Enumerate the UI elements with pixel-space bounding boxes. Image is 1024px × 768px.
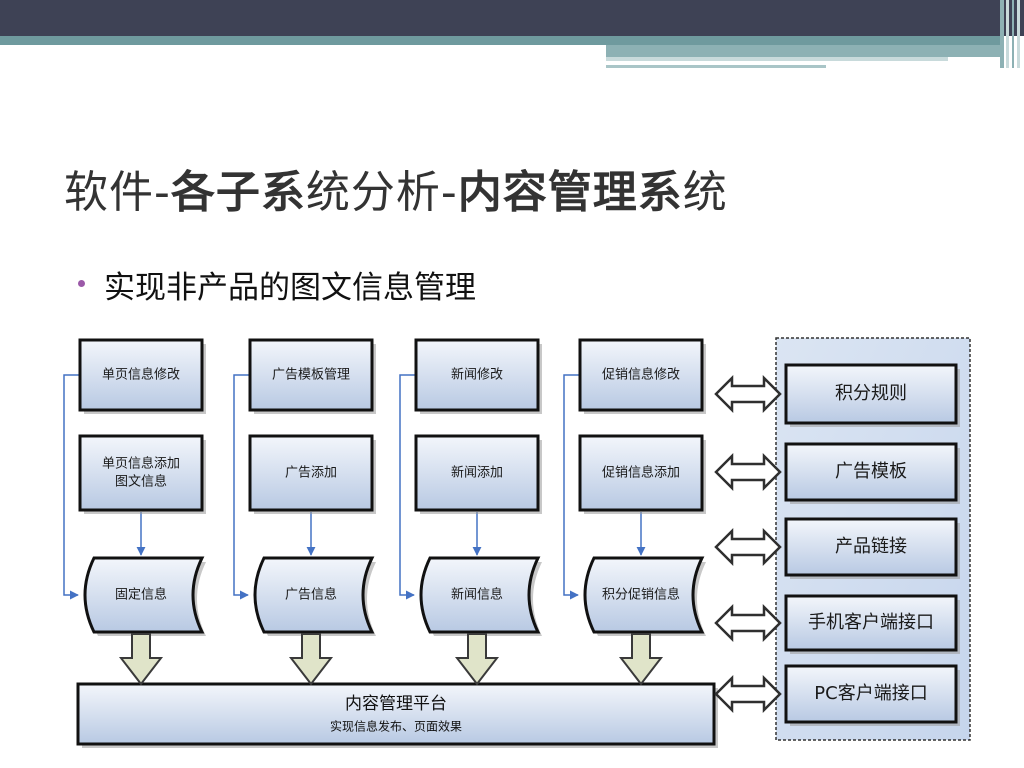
flow-connector: [399, 374, 416, 600]
title-part: 软件-: [64, 167, 171, 218]
title-part: 内容管理系: [457, 167, 683, 218]
platform-box: [76, 682, 716, 746]
interface-label: 产品链接: [835, 536, 907, 557]
info-store: [583, 556, 705, 634]
add-box-label: 图文信息: [115, 474, 167, 490]
add-box-label: 单页信息添加: [102, 456, 180, 472]
add-box: [414, 434, 540, 512]
double-arrow: [714, 374, 782, 414]
interface-box: [784, 517, 958, 577]
bullet-text: 实现非产品的图文信息管理: [104, 270, 476, 306]
info-store-label: 广告信息: [285, 587, 337, 603]
interface-box: [784, 363, 958, 425]
flow-connector: [63, 374, 80, 600]
info-store: [419, 556, 541, 634]
double-arrow: [714, 603, 782, 643]
interface-label: PC客户端接口: [814, 683, 927, 704]
info-store: [253, 556, 375, 634]
add-box-label: 广告添加: [285, 466, 337, 481]
add-box: [578, 434, 704, 512]
edit-box: [578, 338, 704, 412]
down-arrow: [118, 633, 164, 686]
add-box-label: 促销信息添加: [602, 465, 680, 481]
double-arrow: [714, 452, 782, 492]
header-accent-stripe: [606, 45, 1000, 57]
down-arrow: [288, 633, 334, 686]
add-box: [248, 434, 374, 512]
bullet-dot: [78, 280, 85, 287]
header-accent-stripe: [606, 65, 826, 68]
flow-connector: [563, 374, 580, 600]
header-edge-stripe: [1006, 0, 1009, 68]
title-part: 统: [682, 167, 728, 218]
title-part: 各子系: [170, 167, 306, 218]
edit-box-label: 单页信息修改: [102, 367, 180, 383]
double-arrow: [714, 674, 782, 714]
header-edge-stripe: [1012, 0, 1014, 68]
platform-subtitle: 实现信息发布、页面效果: [330, 719, 462, 734]
header-edge-stripe: [1000, 0, 1004, 68]
info-store-label: 固定信息: [115, 587, 167, 603]
interface-label: 积分规则: [835, 383, 907, 404]
flow-connector: [233, 374, 250, 600]
interface-label: 广告模板: [835, 461, 907, 482]
add-box-label: 新闻添加: [451, 465, 503, 481]
header-bar: [0, 0, 1024, 36]
edit-box: [248, 338, 374, 412]
edit-box-label: 广告模板管理: [272, 368, 350, 383]
interface-box: [784, 442, 958, 502]
interface-box: [784, 664, 958, 724]
edit-box: [414, 338, 540, 412]
edit-box-label: 新闻修改: [451, 367, 503, 383]
down-arrow: [618, 633, 664, 686]
interface-box: [784, 594, 958, 652]
down-arrow: [454, 633, 500, 686]
header-accent-stripe: [606, 57, 948, 61]
info-store-label: 积分促销信息: [602, 587, 680, 603]
edit-box-label: 促销信息修改: [602, 367, 680, 383]
header-accent-stripe: [0, 36, 1000, 45]
title-part: 统分析-: [305, 167, 458, 218]
edit-box: [78, 338, 204, 412]
interface-label: 手机客户端接口: [808, 612, 934, 633]
header-edge-stripe: [1017, 0, 1020, 68]
double-arrow: [714, 527, 782, 567]
info-store: [83, 556, 205, 634]
add-box: [78, 434, 204, 512]
slide-title: 软件-各子系统分析-内容管理系统: [64, 156, 728, 220]
info-store-label: 新闻信息: [451, 587, 503, 603]
platform-title: 内容管理平台: [345, 694, 447, 714]
